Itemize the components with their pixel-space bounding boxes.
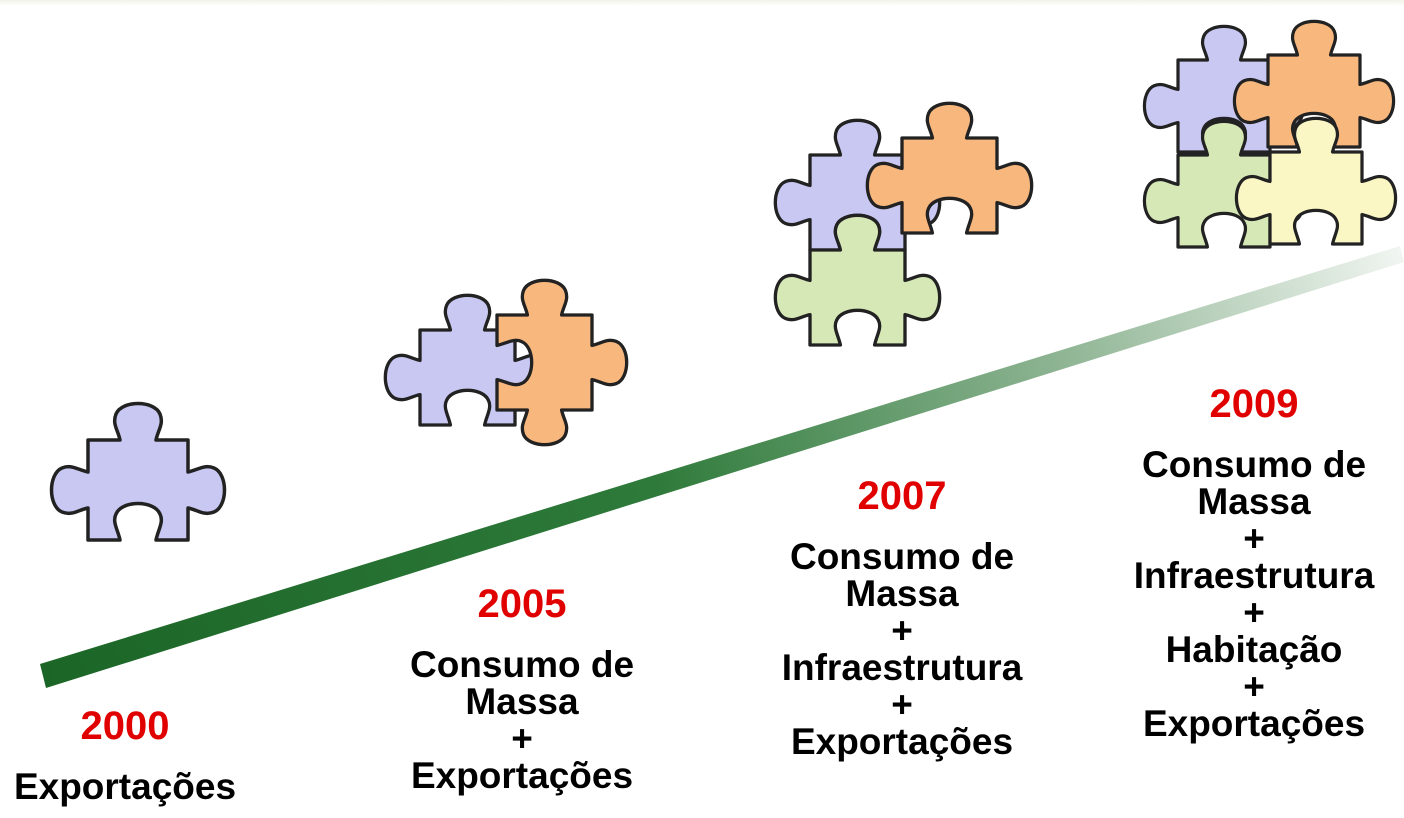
milestone-2009: 2009 Consumo de Massa + Infraestrutura +… [1104,384,1404,742]
milestone-line: + [511,718,533,759]
milestone-line: + [1243,518,1265,559]
milestone-line: Consumo de [1141,444,1367,485]
milestone-line: Consumo de [409,644,635,685]
milestone-line: + [891,684,913,725]
milestone-line: Exportações [13,766,237,807]
milestone-line: Exportações [790,721,1014,762]
milestone-line: + [891,610,913,651]
milestone-line: + [1243,592,1265,633]
milestone-line: Consumo de [789,536,1015,577]
milestone-2005: 2005 Consumo de Massa + Exportações [382,584,662,794]
puzzle-piece-icon [49,401,227,542]
milestone-2000: 2000 Exportações [0,706,250,805]
milestone-line: Massa [1197,481,1311,522]
milestone-line: Massa [465,681,579,722]
milestone-line: Infraestrutura [1133,555,1375,596]
milestone-description: Consumo de Massa + Infraestrutura + Expo… [752,538,1052,760]
milestone-description: Exportações [0,768,250,805]
milestone-line: Exportações [410,755,634,796]
timeline-bar [40,246,1404,688]
milestone-line: Infraestrutura [781,647,1023,688]
milestone-year: 2009 [1209,382,1299,426]
milestone-description: Consumo de Massa + Exportações [382,646,662,794]
milestone-year: 2007 [857,474,947,518]
top-border [0,0,1404,6]
puzzle-piece-icon [773,213,942,347]
milestone-2007: 2007 Consumo de Massa + Infraestrutura +… [752,476,1052,760]
milestone-description: Consumo de Massa + Infraestrutura + Habi… [1104,446,1404,742]
milestone-line: Habitação [1165,629,1343,670]
milestone-line: + [1243,666,1265,707]
milestone-year: 2000 [80,704,170,748]
milestone-year: 2005 [477,582,567,626]
milestone-line: Exportações [1142,703,1366,744]
milestone-line: Massa [845,573,959,614]
